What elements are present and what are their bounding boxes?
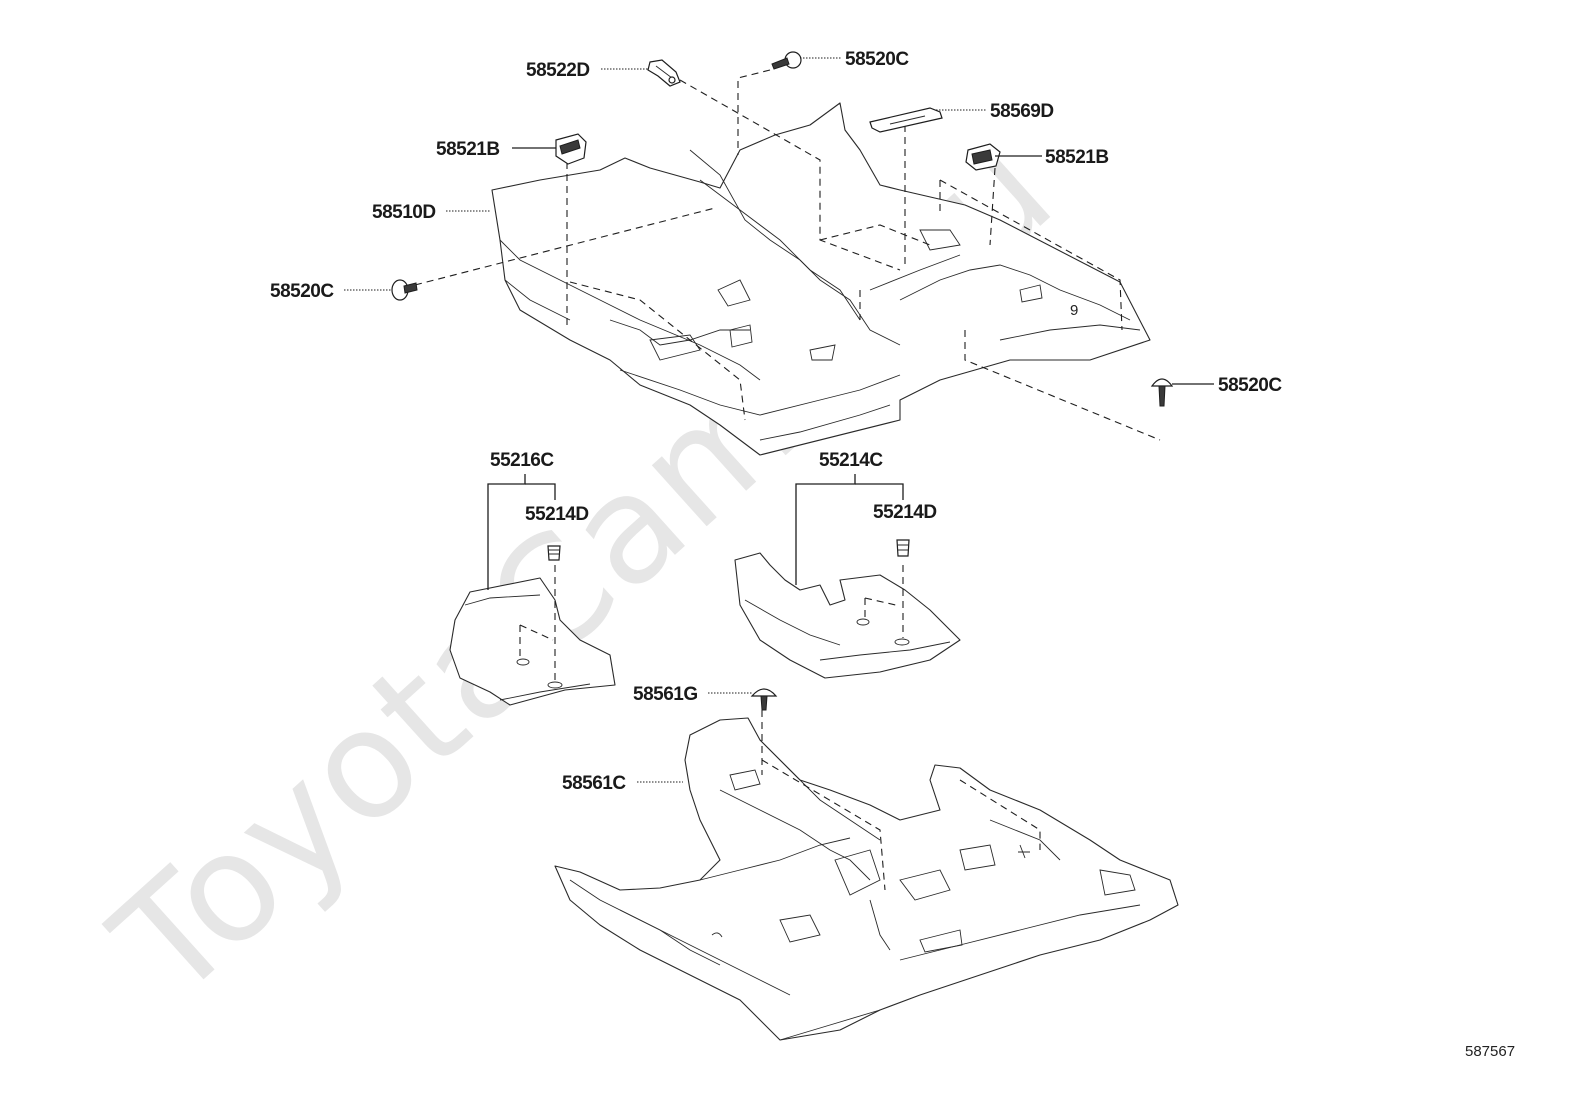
clip-58522D-icon [647, 59, 681, 87]
label-58520C-left: 58520C [270, 281, 334, 302]
screw-58520C-left-icon [391, 279, 418, 301]
label-58521B-left: 58521B [436, 139, 500, 160]
label-leaders [344, 57, 1214, 783]
part-labels: 58522D 58520C 58569D 58521B 58521B 58510… [270, 49, 1283, 794]
label-58522D: 58522D [526, 60, 590, 81]
label-55214D-left: 55214D [525, 504, 589, 525]
assembly-lines-top [414, 69, 1161, 441]
label-55216C: 55216C [490, 450, 554, 471]
figure-number: 587567 [1465, 1043, 1515, 1060]
label-58521B-right: 58521B [1045, 147, 1109, 168]
label-58569D: 58569D [990, 101, 1054, 122]
clip-55214D-right-icon [896, 539, 910, 557]
clip-55214D-left-icon [547, 545, 561, 561]
floor-carpet-front-58510D: 9 [491, 102, 1151, 456]
carpet-mark: 9 [1070, 302, 1078, 319]
clip-58521B-right-icon [965, 143, 1001, 171]
floor-mat-55216C [449, 565, 616, 706]
label-58561G: 58561G [633, 684, 698, 705]
label-58510D: 58510D [372, 202, 436, 223]
floor-carpet-rear-58561C [554, 710, 1179, 1041]
plate-58569D-icon [869, 107, 943, 133]
clip-58561G-icon [750, 688, 778, 711]
screw-58520C-top-icon [771, 51, 802, 70]
clip-58521B-left-icon [555, 133, 587, 165]
label-58520C-right: 58520C [1218, 375, 1282, 396]
floor-mat-55214C [734, 552, 961, 679]
screw-58520C-right-icon [1150, 378, 1174, 407]
label-58520C-top: 58520C [845, 49, 909, 70]
label-55214D-right: 55214D [873, 502, 937, 523]
label-58561C: 58561C [562, 773, 626, 794]
label-55214C: 55214C [819, 450, 883, 471]
